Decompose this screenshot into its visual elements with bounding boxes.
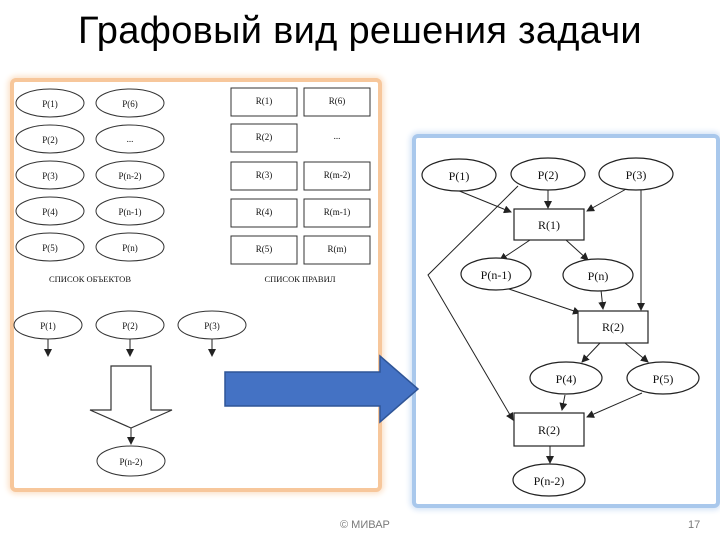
object-label: P(4) [42,207,58,217]
node-r2a-label: R(2) [602,320,624,334]
node-r2b-label: R(2) [538,423,560,437]
edge-r2a-p5 [624,342,649,363]
node-p2 [510,157,586,191]
rule-node [230,123,298,153]
edge-p3-r1 [586,187,629,212]
object-node [15,196,85,226]
object-node [15,232,85,262]
rule-node [230,161,298,191]
rule-node [303,87,371,117]
node-pn1 [460,257,532,291]
rule-node [230,235,298,265]
rule-label: R(3) [256,170,273,180]
edge-p5-r2b [586,392,643,418]
transition-arrow [224,354,420,424]
object-node [15,160,85,190]
rules-caption: СПИСОК ПРАВИЛ [264,274,335,284]
rule-label: R(6) [329,96,346,106]
object-node [15,124,85,154]
rule-label: R(2) [256,132,273,142]
object-label: P(n-2) [119,171,142,181]
edge-r1-pn1 [499,239,531,261]
rule-label: R(m-1) [324,207,351,217]
node-p2-label: P(2) [538,168,559,182]
node-pn2 [512,463,586,497]
node-r2b [513,412,585,447]
result-node [96,445,166,477]
rules-list: R(1) R(6) R(2) ... R(3) R(m-2) R(4) R(m-… [230,87,371,284]
footer-copyright: © МИВАР [340,519,390,531]
edge-p4-r2b [559,394,568,411]
object-node [15,88,85,118]
node-r2a [577,310,649,344]
node-pn [562,258,634,292]
node-p4-label: P(4) [556,372,577,386]
object-label: P(2) [42,135,58,145]
object-label: P(1) [42,99,58,109]
edge-pn1-r2a [505,287,581,315]
node-pn1-label: P(n-1) [481,268,512,282]
object-label: ... [127,134,134,144]
rule-label: R(m-2) [324,170,351,180]
object-node [95,232,165,262]
solution-graph: P(1) P(2) P(3) R(1) P(n-1) P(n) R(2) P(4… [421,157,700,497]
object-label: P(5) [42,243,58,253]
rule-node [230,87,298,117]
rule-label: R(1) [256,96,273,106]
node-r1 [513,208,585,241]
page-number: 17 [688,519,701,531]
objects-list: P(1) P(6) P(2) ... P(3) P(n-2) P(4) P(n-… [15,88,165,284]
object-node [95,124,165,154]
edge-r2a-p4 [581,342,601,363]
input-label: P(3) [204,321,220,331]
slide-title: Графовый вид решения задачи [78,10,642,52]
object-node [95,88,165,118]
object-node [95,196,165,226]
rule-node [303,198,371,228]
node-p3-label: P(3) [626,168,647,182]
node-pn-label: P(n) [588,269,609,283]
node-p1 [421,158,497,192]
edge-p2-r2b [427,185,519,421]
rule-label: ... [334,131,341,141]
result-label: P(n-2) [120,457,143,467]
objects-caption: СПИСОК ОБЪЕКТОВ [49,274,131,284]
node-r1-label: R(1) [538,218,560,232]
node-p1-label: P(1) [449,169,470,183]
object-node [95,160,165,190]
inputs-to-result: P(1) P(2) P(3) P(n-2) [13,310,247,477]
rule-node [230,198,298,228]
object-label: P(n) [122,243,138,253]
input-label: P(2) [122,321,138,331]
node-p4 [529,361,603,395]
big-down-arrow [89,365,173,429]
input-label: P(1) [40,321,56,331]
object-label: P(3) [42,171,58,181]
node-p5 [626,361,700,395]
rule-label: R(5) [256,244,273,254]
object-label: P(n-1) [119,207,142,217]
edge-pn-r2a [598,289,607,310]
edge-p1-r1 [451,187,512,214]
rule-label: R(m) [328,244,347,254]
rule-label: R(4) [256,207,273,217]
rule-node [303,161,371,191]
node-p3 [598,157,674,191]
rule-node [303,235,371,265]
object-label: P(6) [122,99,138,109]
edge-r1-pn [565,239,589,261]
node-pn2-label: P(n-2) [534,474,565,488]
node-p5-label: P(5) [653,372,674,386]
